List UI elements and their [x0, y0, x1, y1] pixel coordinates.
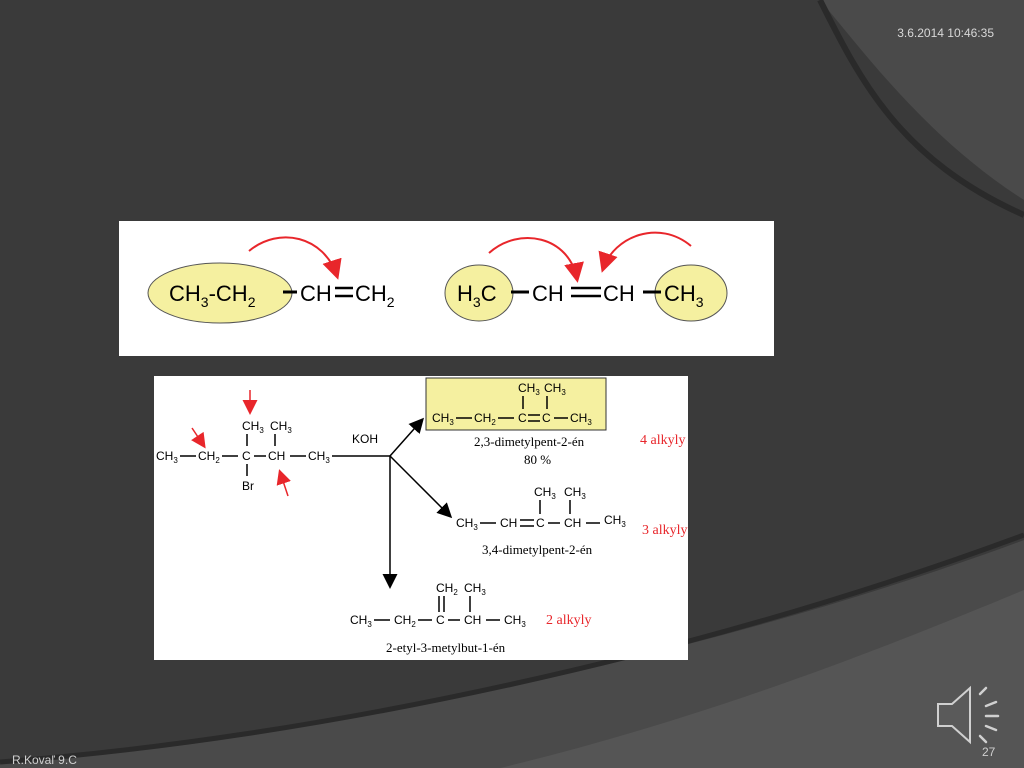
product3-alkyls: 2 alkyly [546, 613, 592, 628]
svg-text:CH3: CH3 [518, 381, 540, 397]
alkene-comparison-panel: CH3-CH2 CH CH2 H3C CH CH CH3 [119, 221, 774, 356]
svg-text:Br: Br [242, 479, 254, 493]
svg-text:CH2: CH2 [436, 581, 458, 597]
svg-text:CH3: CH3 [570, 411, 592, 427]
product2-name: 3,4-dimetylpent-2-én [482, 542, 593, 557]
svg-text:CH: CH [500, 516, 517, 530]
svg-text:CH: CH [464, 613, 481, 627]
right-formula-ch3: CH3 [664, 281, 704, 310]
page-number: 27 [982, 745, 996, 759]
red-arrow-left [248, 236, 342, 280]
svg-text:CH3: CH3 [350, 613, 372, 629]
left-formula-ch: CH [300, 281, 332, 306]
slide-date: 3.6.2014 10:46:35 [897, 26, 994, 40]
reagent-label: KOH [352, 432, 378, 446]
product1-formula: CH3 CH2 C C CH3 CH3 CH3 [432, 381, 592, 427]
svg-text:CH3: CH3 [464, 581, 486, 597]
svg-text:C: C [436, 613, 445, 627]
product1-yield: 80 % [524, 452, 551, 467]
svg-text:CH3: CH3 [456, 516, 478, 532]
right-formula-ch-b: CH [603, 281, 635, 306]
svg-text:CH3: CH3 [544, 381, 566, 397]
svg-text:CH3: CH3 [534, 485, 556, 501]
elimination-reaction-panel: CH3 CH2 C CH CH3 CH3 CH3 Br KOH [154, 376, 688, 660]
author-footer: R.Kovaľ 9.C [12, 753, 77, 767]
product3-formula: CH3 CH2 C CH CH3 CH2 CH3 [350, 581, 526, 629]
svg-text:CH3: CH3 [432, 411, 454, 427]
svg-text:CH3: CH3 [270, 419, 292, 435]
product3-name: 2-etyl-3-metylbut-1-én [386, 640, 506, 655]
svg-text:CH2: CH2 [198, 449, 220, 465]
product2-alkyls: 3 alkyly [642, 523, 688, 538]
svg-text:C: C [542, 411, 551, 425]
alkene-comparison-diagram: CH3-CH2 CH CH2 H3C CH CH CH3 [147, 231, 728, 324]
red-arrow-right-1 [488, 237, 584, 283]
svg-text:C: C [518, 411, 527, 425]
svg-text:CH3: CH3 [504, 613, 526, 629]
arrow-to-product1 [389, 417, 424, 457]
red-arrow-right-2 [598, 231, 692, 273]
red-arrow-left [191, 427, 206, 449]
svg-text:CH3: CH3 [242, 419, 264, 435]
highlight-ellipse-h3c [444, 264, 514, 322]
svg-text:CH3: CH3 [604, 513, 626, 529]
svg-text:CH2: CH2 [474, 411, 496, 427]
product1-name: 2,3-dimetylpent-2-én [474, 434, 585, 449]
right-formula-h3c: H3C [457, 281, 497, 310]
starting-compound: CH3 CH2 C CH CH3 CH3 CH3 Br [156, 419, 390, 493]
right-formula-ch-a: CH [532, 281, 564, 306]
svg-text:C: C [242, 449, 251, 463]
arrow-to-product2 [389, 455, 453, 519]
red-arrow-bottom [276, 469, 291, 497]
svg-text:CH: CH [268, 449, 285, 463]
product2-formula: CH3 CH C CH CH3 CH3 CH3 [456, 485, 626, 532]
product1-alkyls: 4 alkyly [640, 433, 686, 448]
svg-text:CH3: CH3 [156, 449, 178, 465]
svg-text:C: C [536, 516, 545, 530]
left-formula: CH3-CH2 [169, 281, 256, 310]
left-formula-ch2: CH2 [355, 281, 395, 310]
svg-text:CH2: CH2 [394, 613, 416, 629]
product1-highlight-box [425, 377, 607, 431]
svg-text:CH3: CH3 [308, 449, 330, 465]
elimination-reaction-diagram: CH3 CH2 C CH CH3 CH3 CH3 Br KOH [156, 377, 688, 655]
svg-text:CH3: CH3 [564, 485, 586, 501]
speaker-icon[interactable] [930, 680, 1010, 750]
svg-text:CH: CH [564, 516, 581, 530]
